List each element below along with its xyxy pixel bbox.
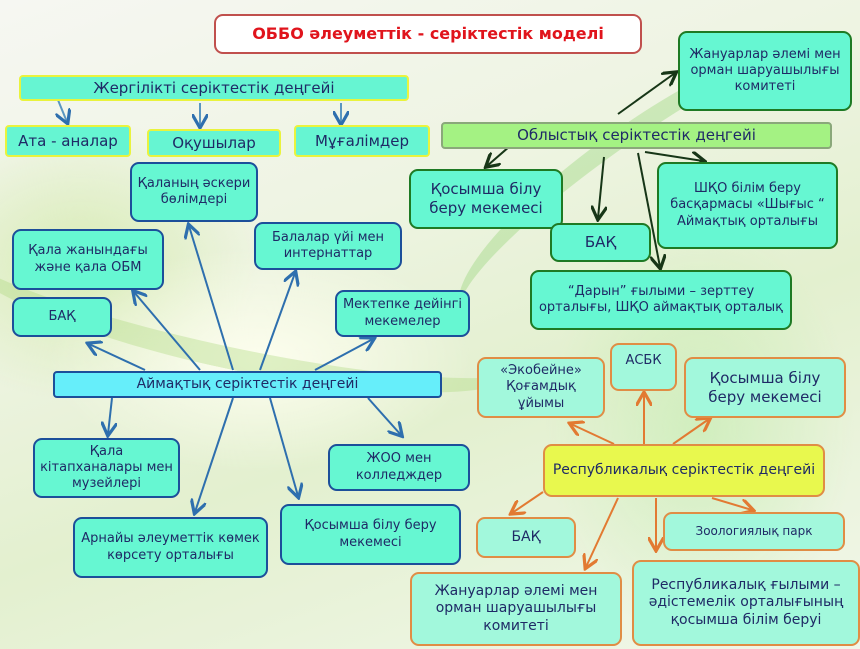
arrow <box>58 99 67 122</box>
local-students: Оқушылар <box>147 129 281 157</box>
arrow <box>598 156 604 218</box>
arrow <box>269 397 298 496</box>
republic-zoo: Зоологиялық парк <box>663 512 845 551</box>
regional-extra-education: Қосымша білу беру мекемесі <box>280 504 461 565</box>
arrow <box>367 397 401 435</box>
republic-level-heading: Республикалық серіктестік деңгейі <box>543 444 825 497</box>
local-level-heading: Жергілікті серіктестік деңгейі <box>19 75 409 101</box>
arrow <box>672 419 709 445</box>
republic-media: БАҚ <box>476 517 576 558</box>
regional-media: БАҚ <box>12 297 112 337</box>
regional-social-aid-center: Арнайы әлеуметтік көмек көрсету орталығы <box>73 517 268 578</box>
arrow <box>314 339 373 371</box>
arrow <box>711 497 752 510</box>
republic-asbk: АСБК <box>610 343 677 391</box>
oblast-education-department: ШҚО білім беру басқармасы «Шығыс “ Аймақ… <box>657 162 838 249</box>
regional-level-heading: Аймақтық серіктестік деңгейі <box>53 371 442 398</box>
oblast-wildlife-committee: Жануарлар әлемі мен орман шаруашылығы ко… <box>678 31 852 111</box>
regional-city-obm: Қала жанындағы және қала ОБМ <box>12 229 164 290</box>
regional-preschools: Мектепке дейінгі мекемелер <box>335 290 470 337</box>
arrow <box>195 397 234 512</box>
arrow <box>637 152 660 267</box>
regional-universities-colleges: ЖОО мен колледждер <box>328 444 470 491</box>
arrow <box>89 344 146 371</box>
arrow <box>108 397 112 434</box>
regional-libraries-museums: Қала кітапханалары мен музейлері <box>33 438 180 498</box>
arrow <box>259 273 295 371</box>
arrow <box>512 491 544 513</box>
arrow <box>586 497 619 567</box>
oblast-extra-education: Қосымша білу беру мекемесі <box>409 169 563 229</box>
regional-orphanages: Балалар үйі мен интернаттар <box>254 222 402 270</box>
oblast-level-heading: Облыстық серіктестік деңгейі <box>441 122 832 149</box>
arrow <box>571 424 615 445</box>
republic-wildlife-committee: Жануарлар әлемі мен орман шаруашылығы ко… <box>410 572 622 646</box>
oblast-daryn-center: “Дарын” ғылыми – зерттеу орталығы, ШҚО а… <box>530 270 792 330</box>
arrow <box>487 145 511 166</box>
local-teachers: Мұғалімдер <box>294 125 430 157</box>
oblast-media: БАҚ <box>550 223 651 262</box>
local-parents: Ата - аналар <box>5 125 131 157</box>
arrow <box>617 73 675 115</box>
republic-extra-education: Қосымша білу беру мекемесі <box>684 357 846 418</box>
page-title: ОББО әлеуметтік - серіктестік моделі <box>214 14 642 54</box>
republic-methodology-center: Республикалық ғылыми – әдістемелік ортал… <box>632 560 860 646</box>
arrow <box>189 226 234 371</box>
arrow <box>644 151 703 161</box>
arrow <box>134 292 201 371</box>
regional-military-units: Қаланың әскери бөлімдері <box>130 162 258 222</box>
republic-ecobeine: «Экобейне» Қоғамдық ұйымы <box>477 357 605 418</box>
